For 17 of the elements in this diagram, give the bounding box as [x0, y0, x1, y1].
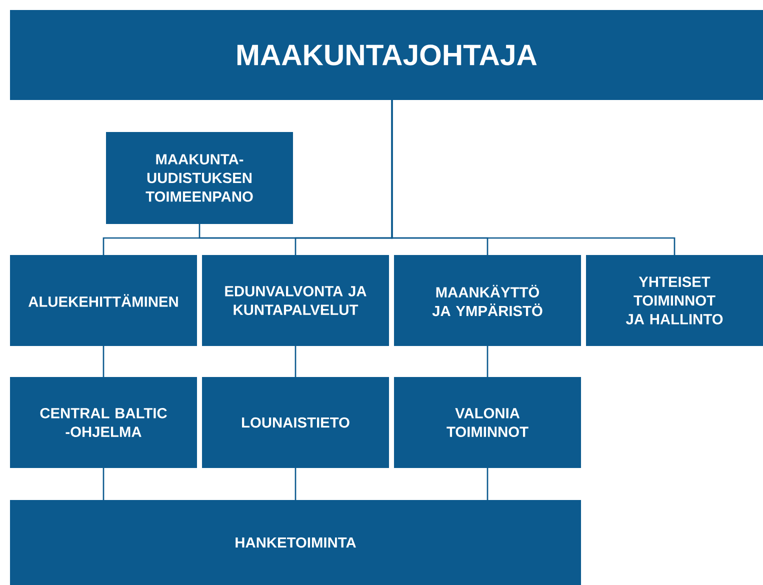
- title-box: MAAKUNTAJOHTAJA: [10, 10, 763, 100]
- connector-line: [486, 468, 488, 500]
- unit-box: VALONIA TOIMINNOT: [394, 377, 581, 468]
- unit-box: CENTRAL BALTIC -OHJELMA: [10, 377, 197, 468]
- unit-box: EDUNVALVONTA JA KUNTAPALVELUT: [202, 255, 389, 346]
- unit-box: HANKETOIMINTA: [10, 500, 581, 585]
- connector-line: [294, 468, 296, 500]
- unit-box: MAANKÄYTTÖ JA YMPÄRISTÖ: [394, 255, 581, 346]
- unit-box: ALUEKEHITTÄMINEN: [10, 255, 197, 346]
- unit-box: LOUNAISTIETO: [202, 377, 389, 468]
- connector-line: [102, 468, 104, 500]
- connector-line: [486, 346, 488, 377]
- connector-line: [102, 346, 104, 377]
- connector-line: [294, 346, 296, 377]
- connector-line: [391, 100, 676, 255]
- unit-box: YHTEISET TOIMINNOT JA HALLINTO: [586, 255, 763, 346]
- unit-box: MAAKUNTA- UUDISTUKSEN TOIMEENPANO: [106, 132, 293, 224]
